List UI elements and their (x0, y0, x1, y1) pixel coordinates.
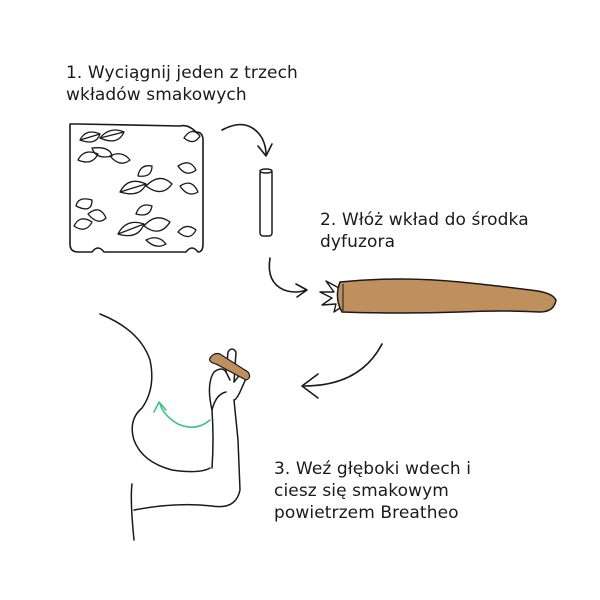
step-2-instruction: 2. Włóż wkład do środka dyfuzora (320, 209, 580, 253)
mint-leaf-icon (77, 129, 131, 164)
step-2-line-2: dyfuzora (320, 232, 396, 252)
step-3-line-1: 3. Weź głęboki wdech i (274, 459, 472, 479)
arrow-step2-icon (268, 257, 308, 298)
mint-leaf-icon (119, 165, 173, 195)
arrow-step1-icon (221, 123, 273, 157)
flavor-sachet (69, 123, 204, 253)
person-profile (99, 313, 249, 541)
step-1-instruction: 1. Wyciągnij jeden z trzech wkładów smak… (66, 62, 366, 106)
flavor-cartridge (259, 168, 273, 237)
held-diffuser (209, 352, 251, 381)
inhale-arrow-icon (153, 401, 211, 428)
mint-leaf-icon (73, 198, 107, 230)
step-1-line-1: 1. Wyciągnij jeden z trzech (66, 63, 298, 83)
mint-leaf-icon (177, 225, 197, 238)
step-3-line-2: ciesz się smakowym (274, 481, 449, 501)
breatheo-diffuser (319, 278, 557, 314)
step-2-line-1: 2. Włóż wkład do środka (320, 210, 529, 230)
arrow-step3-icon (301, 343, 383, 399)
step-1-line-2: wkładów smakowych (66, 85, 247, 105)
step-3-instruction: 3. Weź głęboki wdech i ciesz się smakowy… (274, 458, 544, 524)
mint-leaf-icon (177, 130, 201, 195)
mint-leaves-group (73, 129, 201, 247)
mint-leaf-icon (117, 204, 171, 247)
step-3-line-3: powietrzem Breatheo (274, 503, 459, 523)
